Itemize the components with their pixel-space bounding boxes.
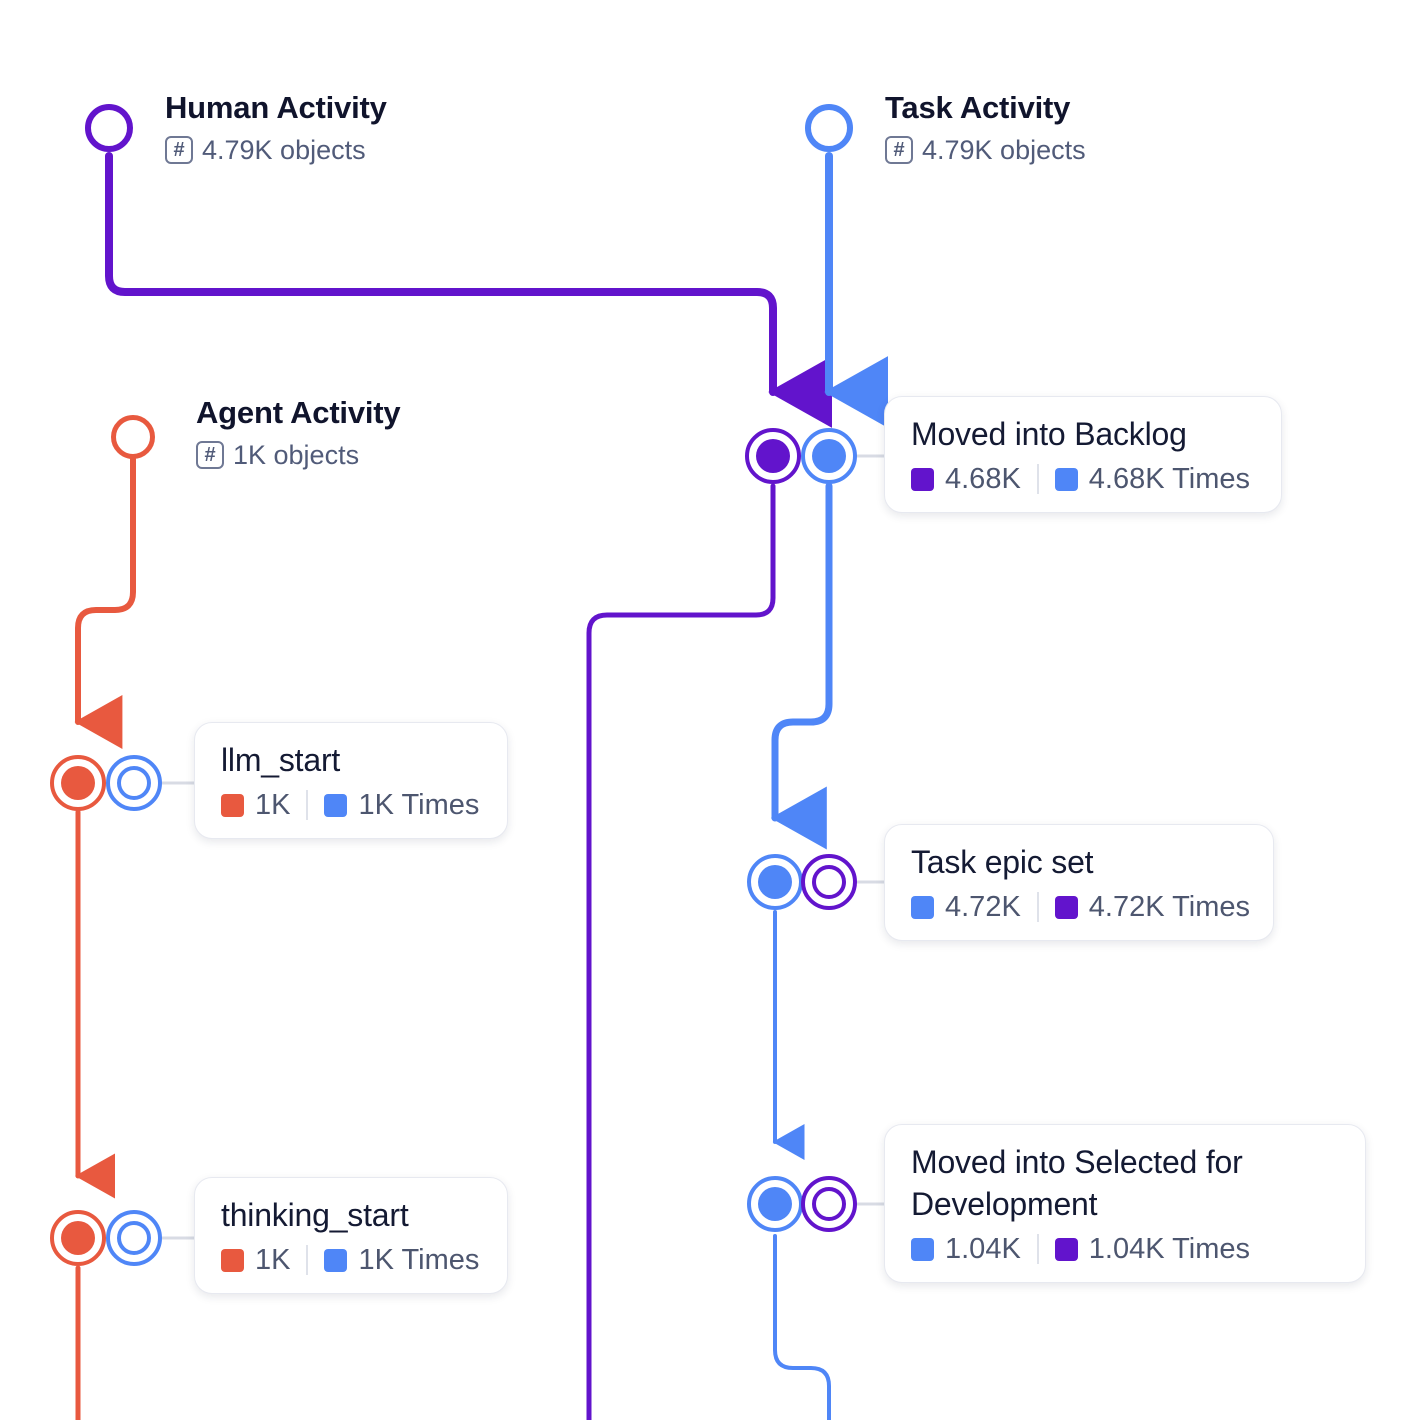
stat-divider [306,1245,309,1276]
lane-header-agent-activity[interactable]: Agent Activity # 1K objects [196,395,401,469]
stat-primary: 1.04K [911,1232,1021,1265]
stat-secondary-value: 1K Times [358,788,480,821]
edge-human-to-backlog [105,152,833,428]
lane-objects-label: 1K objects [233,439,360,470]
stat-secondary: 4.68K Times [1054,462,1250,495]
node-innerring-task-epic-human [812,865,846,899]
stat-secondary: 1.04K Times [1054,1232,1250,1265]
stat-primary: 4.72K [911,890,1021,923]
legend-swatch-icon [221,793,244,817]
node-dot-backlog-task [812,439,846,473]
legend-swatch-icon [911,1237,934,1261]
node-dot-task-epic-task [758,865,792,899]
stat-primary-value: 1.04K [945,1232,1021,1265]
lane-objects-label: 4.79K objects [922,134,1086,165]
node-innerring-llm-start-task [117,766,151,800]
node-card-llm-start[interactable]: llm_start 1K 1K Times [194,722,508,840]
legend-swatch-icon [1054,1237,1078,1261]
lane-start-node-task-activity[interactable] [805,104,853,152]
node-card-stats: 4.68K 4.68K Times [911,462,1255,495]
legend-swatch-icon [911,895,934,919]
edge-agent-to-llm-start [74,456,136,749]
lane-objects-label: 4.79K objects [202,134,366,165]
node-card-task-epic-set[interactable]: Task epic set 4.72K 4.72K Times [884,824,1274,942]
stat-divider [306,790,309,821]
stat-divider [1036,464,1039,495]
legend-swatch-icon [911,467,934,491]
stat-secondary: 4.72K Times [1054,890,1250,923]
hash-icon: # [885,136,913,164]
stat-primary-value: 1K [255,1243,291,1276]
node-card-title: Moved into Backlog [911,416,1187,452]
legend-swatch-icon [1054,467,1078,491]
stat-secondary-value: 4.68K Times [1088,462,1250,495]
stat-primary: 4.68K [911,462,1021,495]
stat-secondary: 1K Times [324,1243,480,1276]
hash-icon: # [196,441,224,469]
stat-divider [1036,1234,1039,1265]
stat-primary-value: 1K [255,788,291,821]
stat-secondary-value: 1.04K Times [1088,1232,1250,1265]
node-card-title: thinking_start [221,1197,409,1233]
node-dot-thinking-start-agent [61,1221,95,1255]
stat-secondary: 1K Times [324,788,480,821]
edge-selected-for-dev-down [773,1234,831,1420]
lane-header-human-activity[interactable]: Human Activity # 4.79K objects [165,92,387,164]
node-card-title: Moved into Selected for Development [911,1144,1243,1223]
node-dot-llm-start-agent [61,766,95,800]
node-card-moved-into-backlog[interactable]: Moved into Backlog 4.68K 4.68K Times [884,396,1282,514]
stat-primary-value: 4.68K [945,462,1021,495]
node-dot-backlog-human [756,439,790,473]
node-card-stats: 4.72K 4.72K Times [911,890,1250,923]
hash-icon: # [165,136,193,164]
node-innerring-selected-for-dev-human [812,1187,846,1221]
lane-header-task-activity[interactable]: Task Activity # 4.79K objects [885,92,1086,164]
legend-swatch-icon [324,1248,348,1272]
stat-primary: 1K [221,788,291,821]
node-glyph-thinking-start-agent[interactable] [50,1210,106,1266]
edge-backlog-to-task-epic-set [770,482,833,850]
node-dot-selected-for-dev-task [758,1187,792,1221]
legend-swatch-icon [221,1248,244,1272]
lane-objects-human-activity: # 4.79K objects [165,136,387,164]
legend-swatch-icon [1054,895,1078,919]
stat-divider [1036,892,1039,923]
lane-title-human-activity: Human Activity [165,90,387,125]
node-card-stats: 1.04K 1.04K Times [911,1232,1339,1265]
edge-backlog-purple-down [586,483,776,1420]
node-card-moved-into-selected-for-development[interactable]: Moved into Selected for Development 1.04… [884,1124,1366,1284]
lane-title-agent-activity: Agent Activity [196,395,401,430]
lane-objects-task-activity: # 4.79K objects [885,136,1086,164]
node-innerring-thinking-start-task [117,1221,151,1255]
stat-secondary-value: 1K Times [358,1243,480,1276]
stat-primary-value: 4.72K [945,890,1021,923]
node-card-stats: 1K 1K Times [221,788,481,821]
node-card-thinking-start[interactable]: thinking_start 1K 1K Times [194,1177,508,1295]
lane-start-node-agent-activity[interactable] [111,415,155,459]
node-card-title: Task epic set [911,844,1094,880]
stat-secondary-value: 4.72K Times [1088,890,1250,923]
lane-objects-agent-activity: # 1K objects [196,441,400,469]
lane-title-task-activity: Task Activity [885,90,1071,125]
node-card-stats: 1K 1K Times [221,1243,481,1276]
stat-primary: 1K [221,1243,291,1276]
legend-swatch-icon [324,793,348,817]
lane-start-node-human-activity[interactable] [85,104,133,152]
node-card-title: llm_start [221,742,341,778]
